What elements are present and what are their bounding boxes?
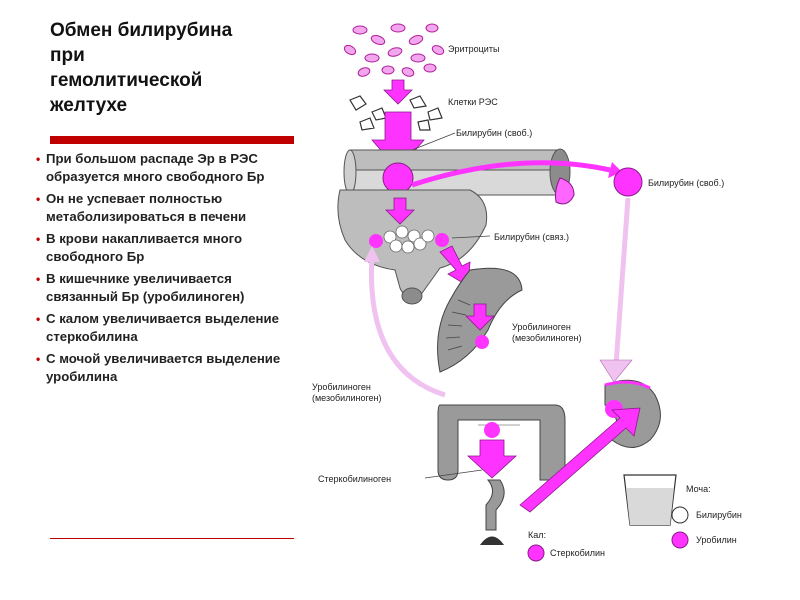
bullet-item: • С мочой увеличивается выделение уробили… [32,350,300,386]
title-line: гемолитической [50,68,300,93]
label-feces-title: Кал: [528,530,546,540]
bullet-text: В кишечнике увеличивается связанный Бр (… [46,271,244,304]
bullet-item: • С калом увеличивается выделение стеркоб… [32,310,300,346]
label-legend-bilirubin: Билирубин [696,510,742,520]
urobilinogen-dot-icon [475,335,489,349]
legend-bilirubin-icon [672,507,688,523]
bullet-text: С мочой увеличивается выделение уробилин… [46,351,280,384]
label-urobilinogen-1b: (мезобилиноген) [512,333,582,343]
arrow-down-icon [384,80,412,104]
bullet-item: • При большом распаде Эр в РЭС образуется… [32,150,300,186]
label-legend-stercobilin: Стеркобилин [550,548,605,558]
bullet-text: Он не успевает полностью метаболизироват… [46,191,246,224]
bullet-item: • В крови накапливается много свободного … [32,230,300,266]
label-erythrocytes: Эритроциты [448,44,499,54]
label-urobilinogen-1a: Уробилиноген [512,322,571,332]
label-legend-urobilin: Уробилин [696,535,737,545]
arrow-head-icon [600,360,632,382]
title-line: желтухе [50,93,300,118]
rectum [486,480,504,530]
title-line: при [50,43,300,68]
bottom-divider [50,538,294,539]
label-urobilinogen-2b: (мезобилиноген) [312,393,382,403]
bilirubin-free-dot-icon [383,163,413,193]
bilirubin-dot-icon [369,234,383,248]
bilirubin-bound-dot-icon [435,233,449,247]
gallbladder-small-icon [402,288,422,304]
bullet-dot-icon: • [36,310,40,328]
bullet-dot-icon: • [36,230,40,248]
label-bilirubin-free-1: Билирубин (своб.) [456,128,532,138]
bullet-dot-icon: • [36,270,40,288]
label-urobilinogen-2a: Уробилиноген [312,382,371,392]
arrow-down-icon [468,440,516,478]
bullet-dot-icon: • [36,350,40,368]
label-stercobilinogen: Стеркобилиноген [318,474,391,484]
label-bilirubin-free-2: Билирубин (своб.) [648,178,724,188]
gallbladder-icon [556,178,575,204]
bullet-text: С калом увеличивается выделение стеркоби… [46,311,279,344]
vessel-end [344,150,356,194]
bullet-text: В крови накапливается много свободного Б… [46,231,242,264]
legend-stercobilin-icon [528,545,544,561]
erythrocytes-cluster-icon [343,24,445,78]
urine-fill [626,488,674,525]
legend-urobilin-icon [672,532,688,548]
title-line: Обмен билирубина [50,18,300,43]
bullet-dot-icon: • [36,190,40,208]
bullet-item: • В кишечнике увеличивается связанный Бр … [32,270,300,306]
blood-vessel [350,150,560,170]
arrow-diagonal-icon [520,408,640,512]
bullet-item: • Он не успевает полностью метаболизирова… [32,190,300,226]
title-divider [50,136,294,144]
feces-icon [480,537,504,546]
label-bilirubin-bound: Билирубин (связ.) [494,232,569,242]
label-urine-title: Моча: [686,484,711,494]
bullet-text: При большом распаде Эр в РЭС образуется … [46,151,264,184]
slide-title: Обмен билирубина при гемолитической желт… [50,18,300,118]
bilirubin-metabolism-diagram: Эритроциты Клетки РЭС Билирубин (своб.) … [300,0,800,600]
arrow-line-icon [616,198,628,365]
stercobilinogen-dot-icon [484,422,500,438]
label-res-cells: Клетки РЭС [448,97,498,107]
bullet-dot-icon: • [36,150,40,168]
bilirubin-free-dot-icon [614,168,642,196]
bullet-list: • При большом распаде Эр в РЭС образуется… [32,150,300,390]
